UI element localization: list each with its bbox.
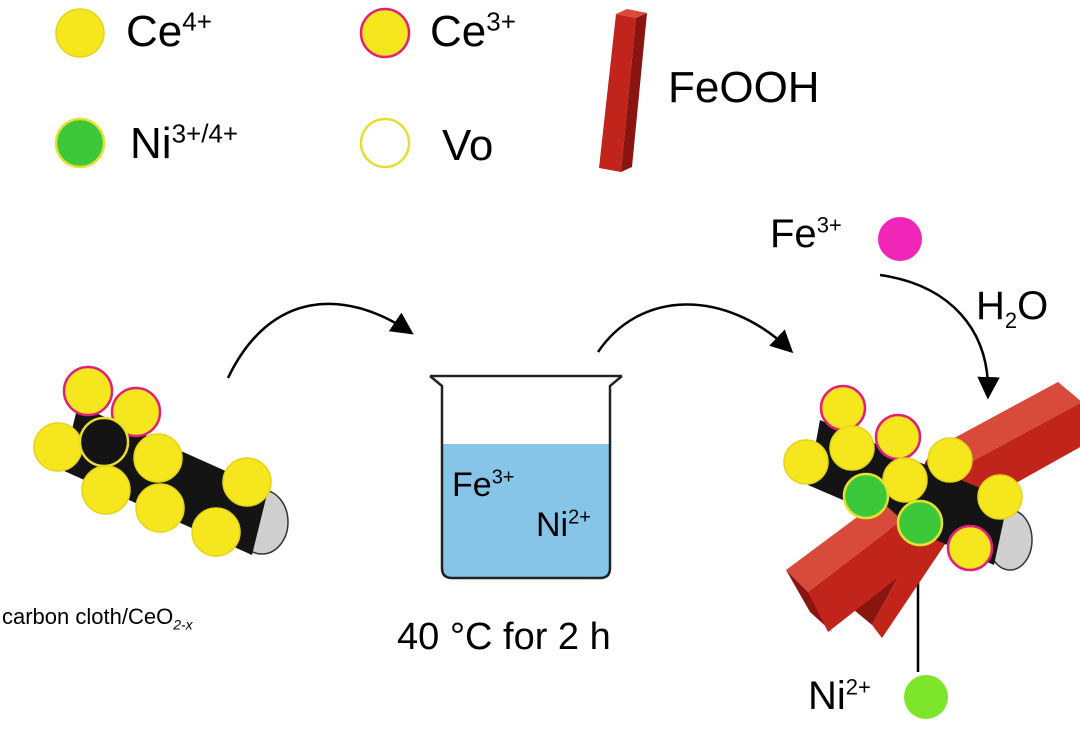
feooh-sheet-front [786, 500, 920, 632]
arrow-start-to-beaker [226, 302, 414, 379]
legend-feooh-swatch [599, 9, 647, 172]
legend-ce4-label: Ce4+ [126, 6, 212, 56]
legend-feooh-label: FeOOH [668, 63, 820, 112]
legend-ce3-swatch [359, 7, 411, 59]
ni-ion-label: Ni2+ [808, 674, 871, 718]
legend-vo-swatch [359, 117, 411, 169]
water-label: H2O [976, 284, 1049, 333]
legend-ce3-label: Ce3+ [430, 6, 516, 56]
start-material-label: carbon cloth/CeO2-x [2, 604, 193, 633]
product-surface-atoms [842, 437, 1023, 572]
beaker-fe-label: Fe3+ [452, 466, 515, 504]
fe-ion-label: Fe3+ [770, 212, 842, 256]
arrow-fe-ion-to-product [879, 273, 1000, 400]
arrow-beaker-to-product [596, 303, 794, 354]
beaker [429, 374, 623, 580]
legend-ni-swatch [54, 117, 106, 169]
legend-vo-label: Vo [442, 121, 494, 170]
reaction-condition-label: 40 °C for 2 h [397, 616, 611, 658]
carbon-cloth-ceo2-rod [33, 365, 289, 557]
fe-ion-sphere [878, 217, 922, 261]
ni-ion-sphere [904, 675, 948, 719]
legend-ni-label: Ni3+/4+ [130, 118, 239, 168]
legend-ce4-swatch [55, 8, 105, 58]
beaker-ni-label: Ni2+ [536, 506, 591, 544]
